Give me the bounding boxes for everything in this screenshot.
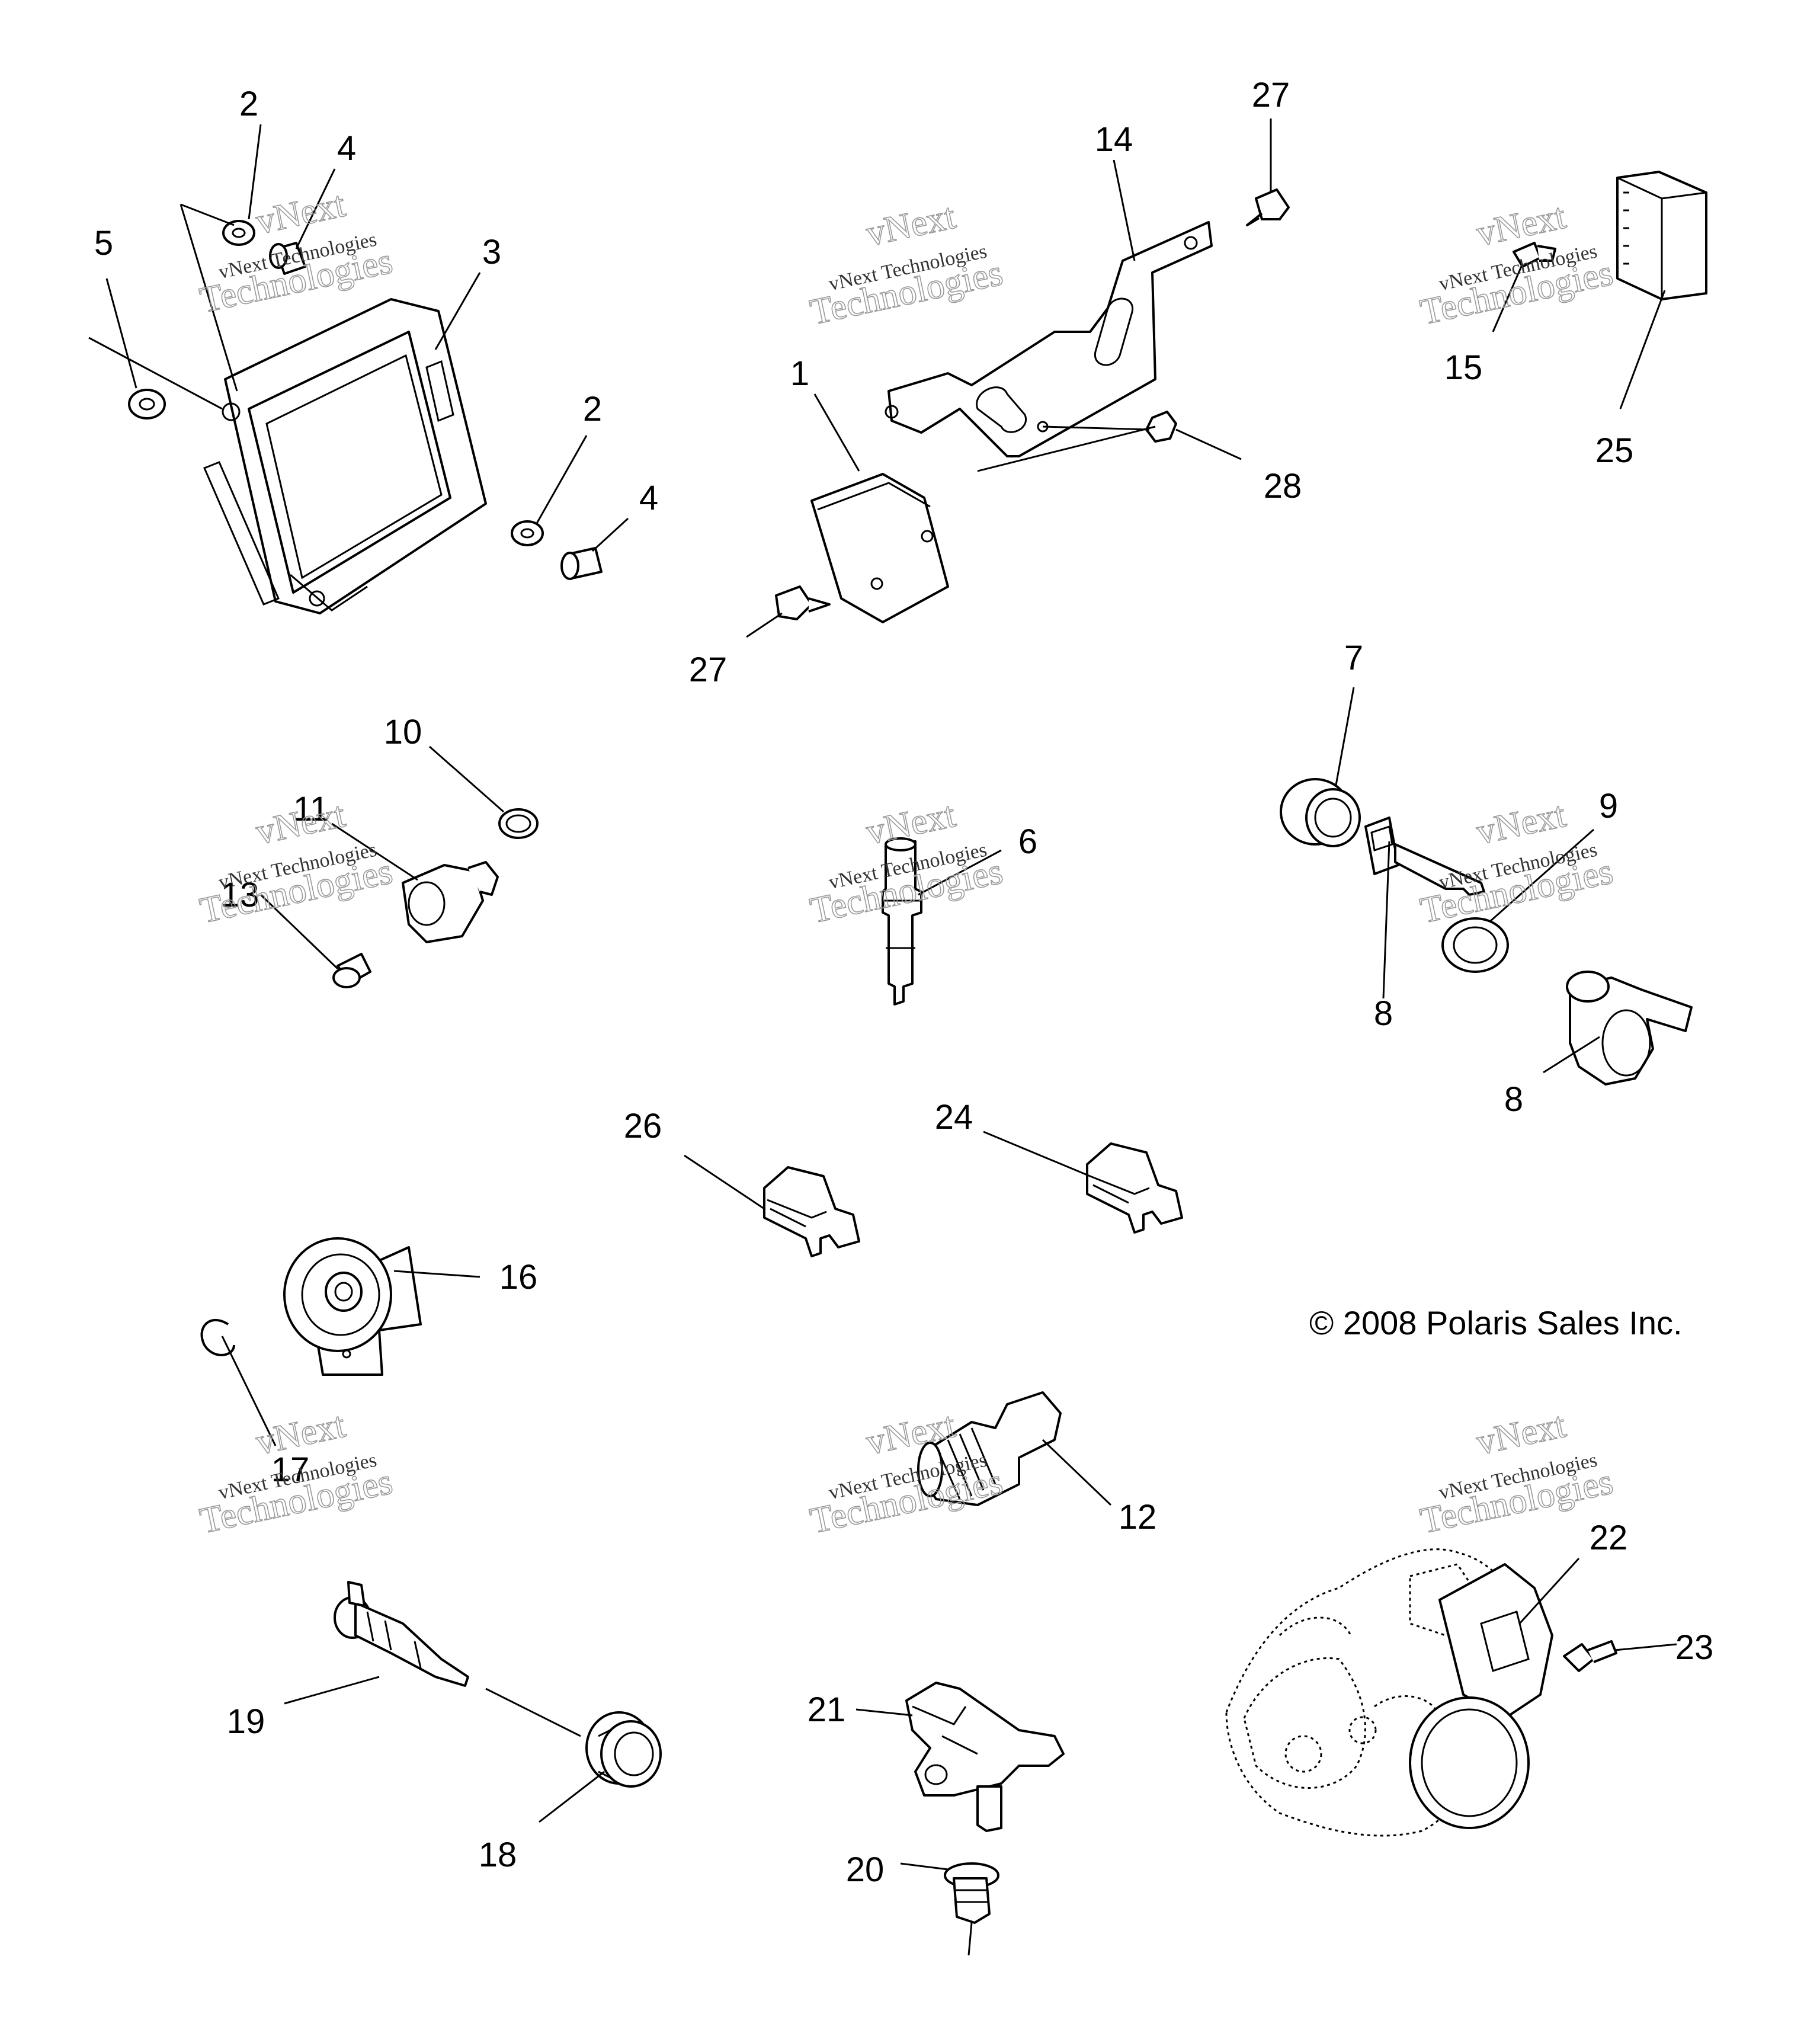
- clip-17[interactable]: [200, 1318, 235, 1356]
- svg-text:vNext: vNext: [863, 196, 959, 254]
- callout-24: 24: [935, 1098, 973, 1136]
- washer-5[interactable]: [128, 389, 166, 420]
- watermark-8: vNext vNext Technologies Technologies: [806, 1404, 1007, 1542]
- switch-26[interactable]: [763, 1166, 860, 1257]
- seal-20[interactable]: [944, 1862, 999, 1924]
- svg-text:vNext: vNext: [1473, 196, 1569, 254]
- bolt-4-lower[interactable]: [560, 547, 603, 580]
- callout-7: 7: [1344, 639, 1363, 677]
- washer-2-lower[interactable]: [511, 520, 544, 546]
- temp-sensor-12[interactable]: [917, 1391, 1062, 1506]
- bolt-13[interactable]: [332, 953, 371, 988]
- relay-25[interactable]: [1616, 171, 1707, 300]
- callout-19: 19: [227, 1702, 265, 1741]
- callout-numbers: 2 4 5 3 2 4 14 27 1 28 27 15 25 10 11 13…: [94, 76, 1713, 1889]
- watermark-4: vNext vNext Technologies Technologies: [196, 794, 396, 931]
- o-ring-10[interactable]: [498, 808, 539, 839]
- sensor-6[interactable]: [882, 837, 922, 1006]
- svg-text:vNext: vNext: [252, 184, 348, 242]
- copyright-notice: © 2008 Polaris Sales Inc.: [1309, 1304, 1683, 1341]
- watermark-2: vNext vNext Technologies Technologies: [806, 196, 1007, 333]
- callout-25: 25: [1595, 431, 1634, 470]
- callout-17: 17: [271, 1451, 310, 1489]
- watermark-6: vNext vNext Technologies Technologies: [1417, 794, 1617, 931]
- callout-16: 16: [499, 1258, 538, 1296]
- key-8[interactable]: [1364, 817, 1485, 896]
- knock-sensor-16[interactable]: [283, 1237, 422, 1376]
- watermark-3: vNext vNext Technologies Technologies: [1417, 196, 1617, 333]
- callout-22: 22: [1590, 1519, 1628, 1557]
- svg-text:vNext: vNext: [1473, 795, 1569, 853]
- ecu-module[interactable]: [203, 298, 487, 614]
- sensor-11[interactable]: [402, 861, 499, 943]
- screw-23[interactable]: [1563, 1640, 1617, 1672]
- callout-23: 23: [1675, 1628, 1714, 1667]
- switch-24[interactable]: [1086, 1142, 1183, 1234]
- callout-26: 26: [624, 1107, 662, 1145]
- screw-15[interactable]: [1513, 242, 1556, 268]
- watermark-7: vNext vNext Technologies Technologies: [196, 1404, 396, 1542]
- watermark-5: vNext vNext Technologies Technologies: [806, 794, 1007, 931]
- callout-10: 10: [384, 713, 422, 751]
- callout-4-lower: 4: [639, 479, 658, 517]
- callout-12: 12: [1119, 1498, 1157, 1536]
- callout-5: 5: [94, 224, 113, 262]
- callout-1: 1: [790, 354, 809, 393]
- svg-text:vNext: vNext: [252, 1405, 348, 1463]
- map-sensor-21[interactable]: [905, 1682, 1065, 1832]
- svg-text:vNext: vNext: [252, 795, 348, 853]
- callout-18: 18: [479, 1836, 517, 1874]
- control-box-1[interactable]: [810, 473, 949, 623]
- callout-11: 11: [293, 790, 329, 828]
- callout-14: 14: [1095, 120, 1133, 159]
- callout-13: 13: [221, 876, 259, 914]
- callout-6: 6: [1018, 822, 1037, 861]
- callout-9: 9: [1599, 787, 1618, 825]
- watermark-1: vNext vNext Technologies Technologies: [196, 184, 396, 321]
- callout-8-switch: 8: [1504, 1080, 1523, 1119]
- callout-3: 3: [482, 233, 501, 271]
- callout-8-key: 8: [1374, 994, 1393, 1033]
- throttle-body-22[interactable]: [1225, 1548, 1553, 1837]
- bezel-7[interactable]: [1280, 778, 1361, 847]
- nut-28[interactable]: [1145, 411, 1177, 443]
- grommet-18[interactable]: [585, 1711, 662, 1788]
- bolt-4-upper[interactable]: [269, 242, 306, 275]
- bracket-14[interactable]: [885, 221, 1213, 457]
- svg-text:vNext: vNext: [1473, 1405, 1569, 1463]
- callout-2-upper: 2: [239, 85, 258, 123]
- sensor-19[interactable]: [334, 1581, 469, 1687]
- callout-27-lower: 27: [689, 651, 728, 689]
- callout-21: 21: [808, 1690, 846, 1729]
- callout-2-lower: 2: [583, 390, 602, 428]
- nut-9[interactable]: [1441, 917, 1509, 973]
- callout-15: 15: [1444, 348, 1483, 387]
- callout-20: 20: [846, 1850, 885, 1889]
- leader-lines: [88, 119, 1677, 1956]
- ignition-switch-8[interactable]: [1566, 971, 1693, 1086]
- watermark-9: vNext vNext Technologies Technologies: [1417, 1404, 1617, 1542]
- svg-text:vNext: vNext: [863, 795, 959, 853]
- screw-27-upper[interactable]: [1246, 188, 1290, 226]
- callout-4-upper: 4: [337, 129, 356, 168]
- callout-27-upper: 27: [1252, 76, 1290, 114]
- screw-27-lower[interactable]: [775, 585, 831, 620]
- washer-2-upper[interactable]: [222, 220, 255, 246]
- callout-28: 28: [1264, 467, 1302, 505]
